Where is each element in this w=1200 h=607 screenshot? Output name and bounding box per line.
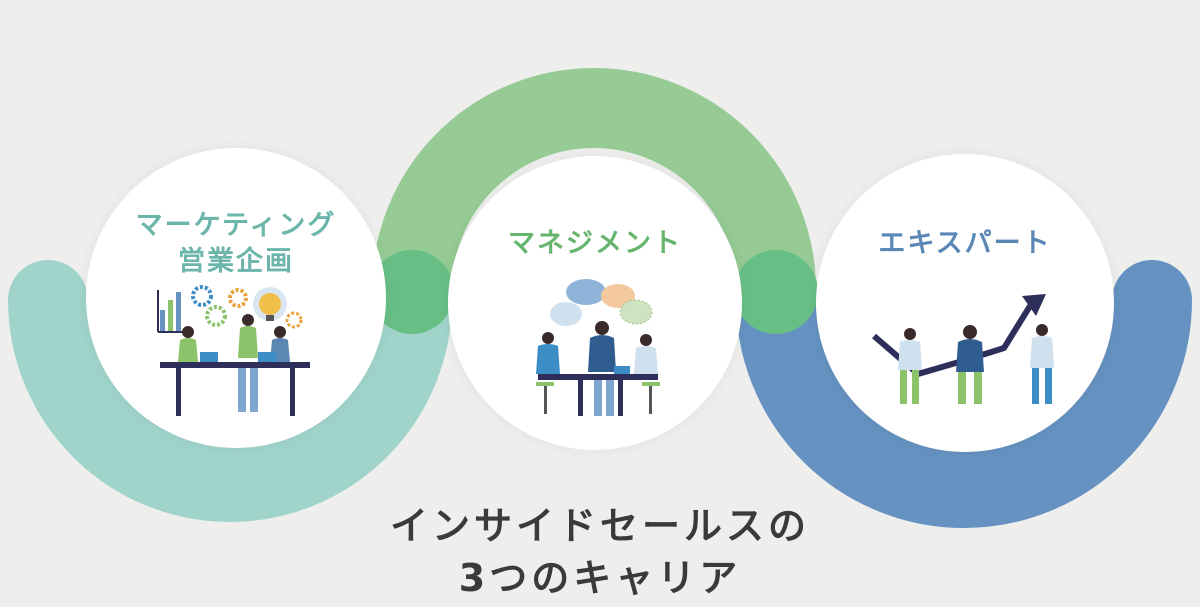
left-joint-dot bbox=[370, 250, 454, 334]
career-label-management: マネジメント bbox=[448, 226, 742, 262]
diagram-title-line1: インサイドセールスの bbox=[389, 504, 810, 548]
right-joint-dot bbox=[734, 250, 818, 334]
discussion-speech-bubbles-illustration bbox=[536, 279, 660, 416]
growth-arrow-team-illustration bbox=[872, 294, 1054, 404]
diagram-title-line2: 3つのキャリア bbox=[458, 556, 742, 600]
green-arc bbox=[372, 68, 816, 291]
career-label-marketing-line2: 営業企画 bbox=[178, 246, 294, 277]
career-circle-marketing bbox=[86, 148, 386, 448]
career-label-marketing: マーケティング 営業企画 bbox=[86, 208, 386, 280]
team-meeting-gears-lightbulb-illustration bbox=[157, 285, 310, 416]
blue-arc bbox=[736, 260, 1192, 528]
diagram-title: インサイドセールスの 3つのキャリア bbox=[300, 500, 900, 604]
career-label-expert-line1: エキスパート bbox=[878, 228, 1052, 259]
career-label-marketing-line1: マーケティング bbox=[135, 210, 337, 241]
career-label-management-line1: マネジメント bbox=[508, 228, 682, 259]
teal-arc bbox=[8, 260, 452, 522]
career-label-expert: エキスパート bbox=[816, 226, 1114, 262]
